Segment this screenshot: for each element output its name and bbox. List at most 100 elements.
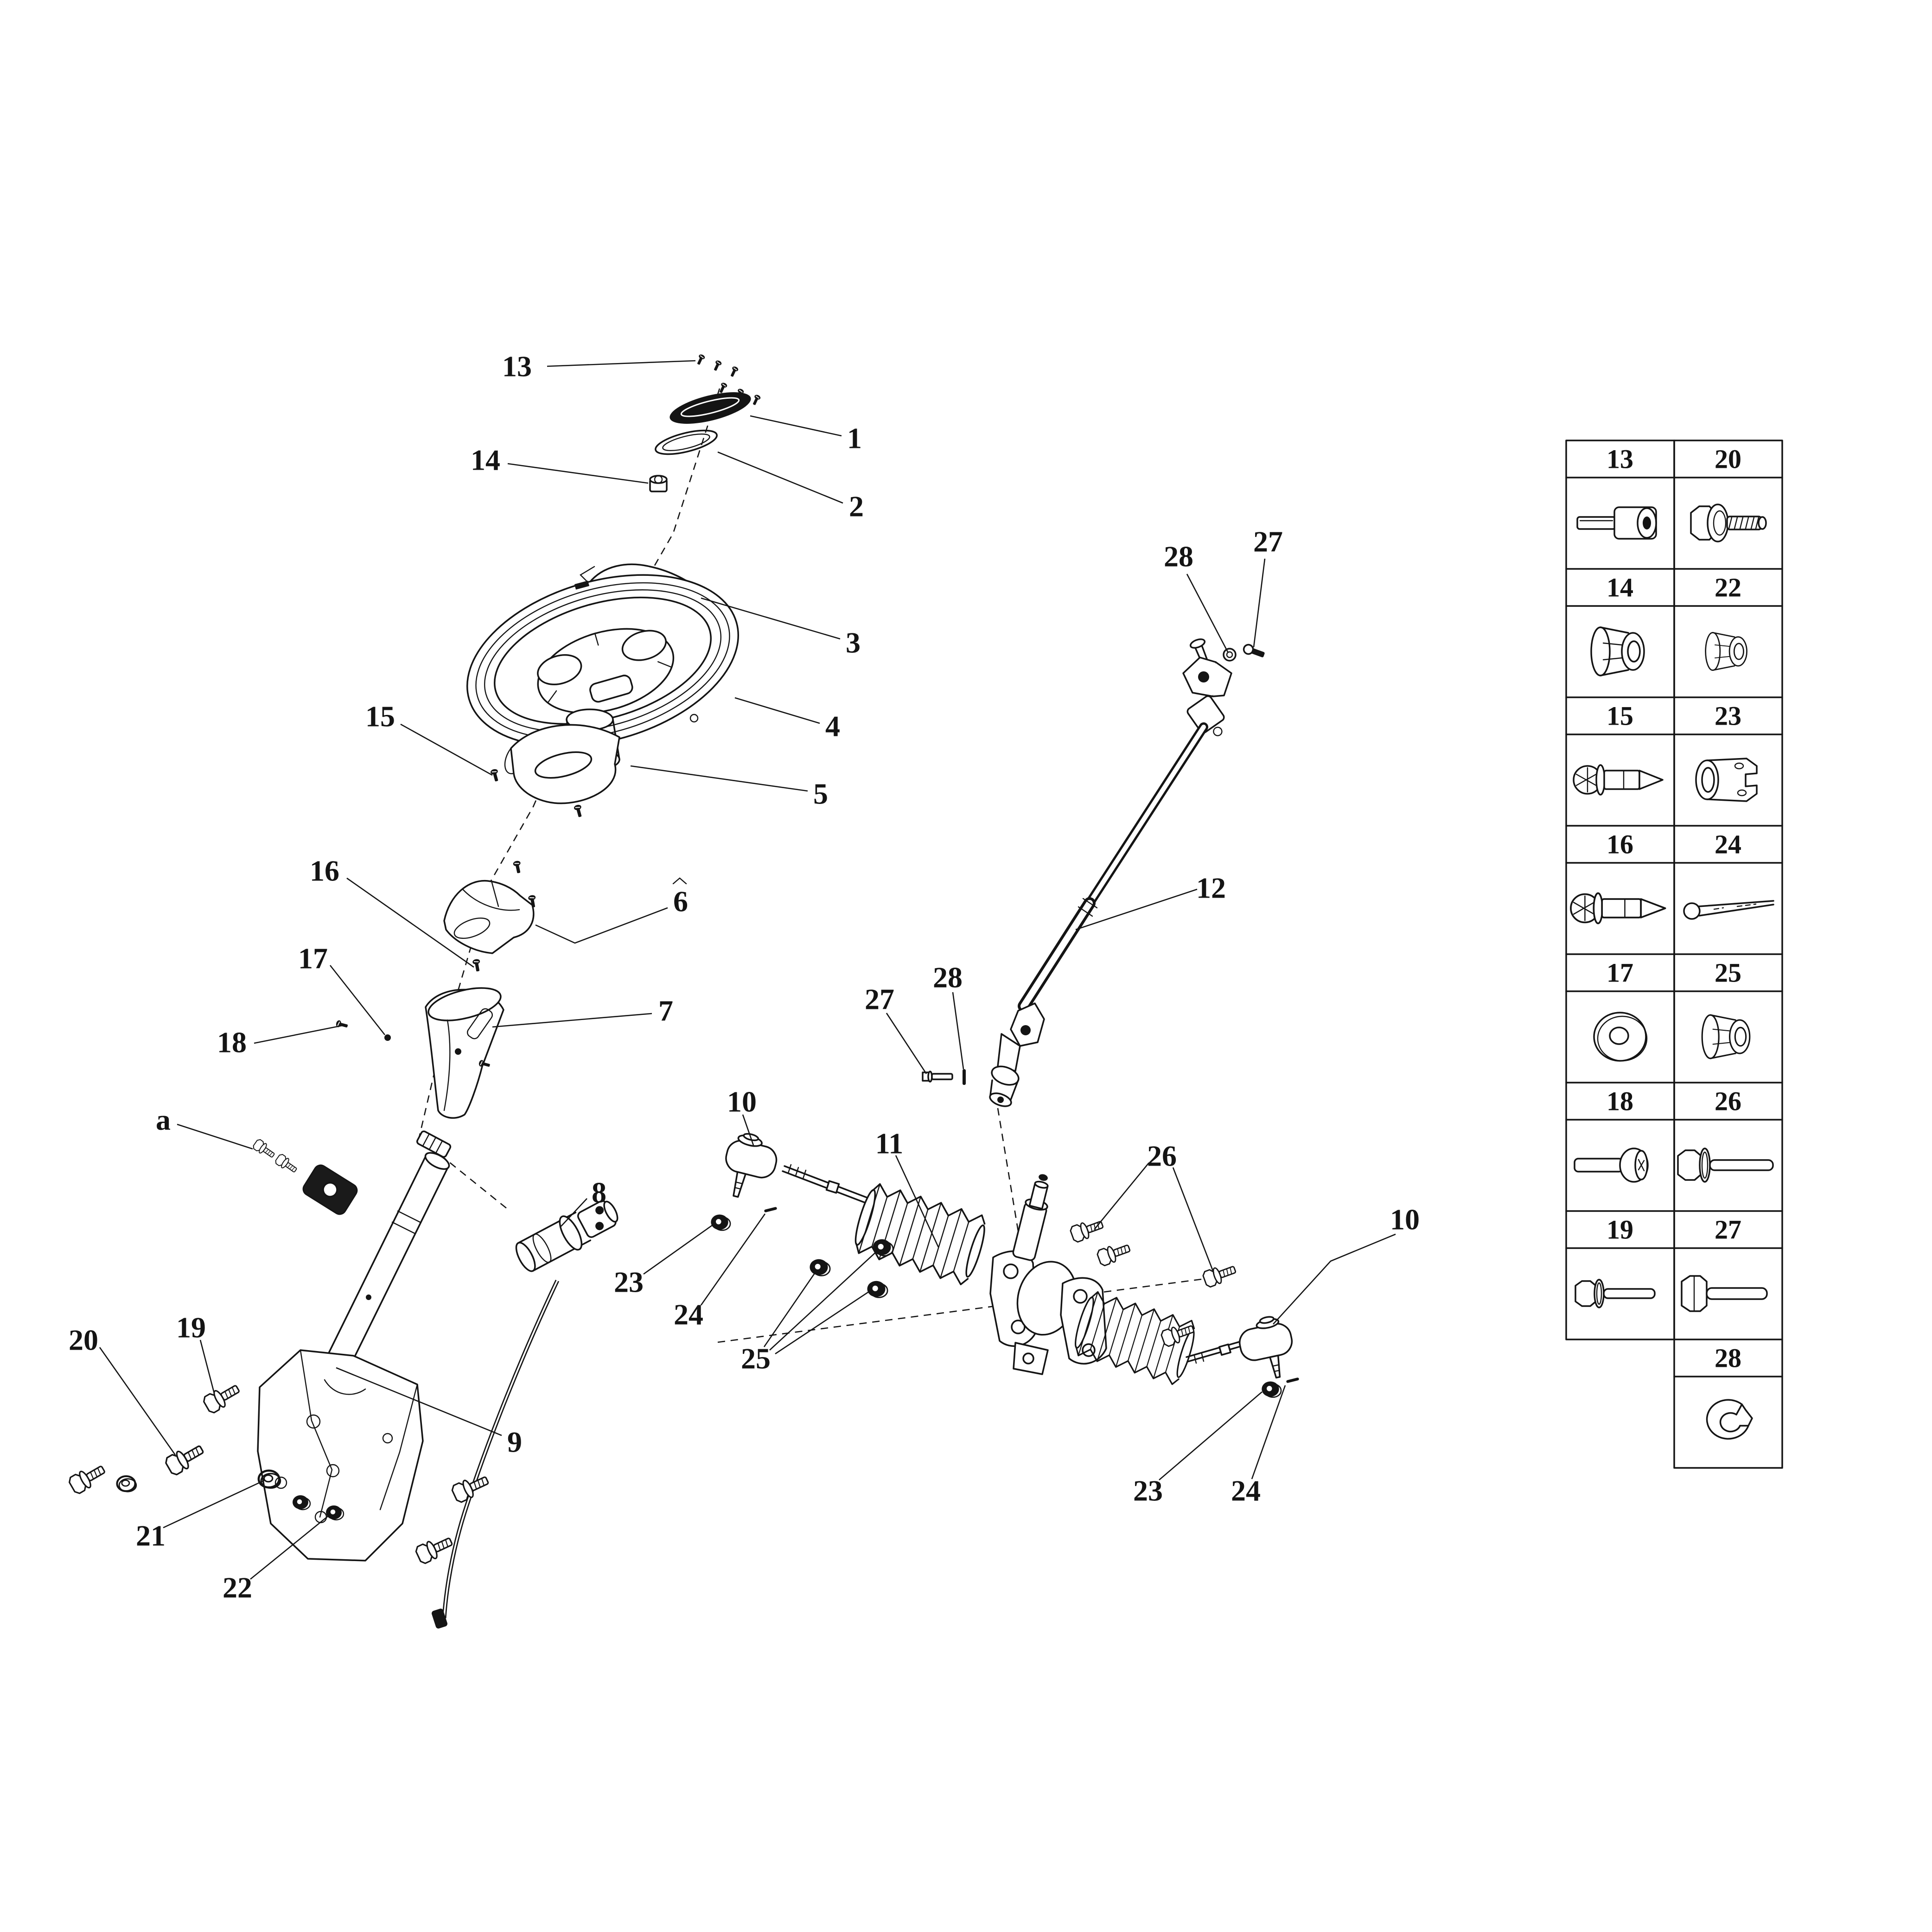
table-header-16: 16: [1607, 829, 1633, 860]
table-header-20: 20: [1715, 444, 1741, 474]
flange-lock-nut-icon: [1590, 626, 1645, 676]
callout-24-right: 24: [1231, 1474, 1261, 1507]
hex-bolt-icon: [1681, 1275, 1768, 1312]
clamp-bracket-part-6: [443, 880, 535, 954]
table-header-25: 25: [1715, 958, 1741, 988]
spline-stub: [416, 1130, 452, 1158]
callout-labels: 13 1 2 14 3 4 15 5 16 6 17 7 18 a 8 19 2…: [69, 350, 1420, 1604]
housing-fasteners: [335, 1019, 491, 1070]
callout-16: 16: [310, 854, 339, 887]
lower-cover-part-5: [504, 724, 620, 804]
callout-8: 8: [592, 1176, 606, 1209]
split-lock-washer-icon: [1706, 1399, 1753, 1440]
callout-23-right: 23: [1133, 1474, 1163, 1507]
callout-11: 11: [875, 1127, 903, 1160]
leader-lines: [99, 360, 1396, 1580]
flange-lock-nut-icon: [1701, 1014, 1751, 1059]
table-header-13: 13: [1607, 444, 1633, 474]
upper-joint-bolt-27: [1243, 644, 1265, 657]
table-header-19: 19: [1607, 1215, 1633, 1245]
castle-nut-icon: [1695, 758, 1758, 802]
flex-coupler-part-8: [515, 1200, 618, 1272]
table-header-14: 14: [1607, 573, 1633, 603]
rack-lock-nuts-25: [810, 1239, 893, 1298]
horn-cap-part-1: [670, 392, 751, 424]
callout-10-left: 10: [727, 1085, 757, 1118]
right-cotter-pin-24: [1286, 1377, 1299, 1383]
trim-ring-part-2: [655, 429, 718, 455]
short-flange-bolt-icon: [1690, 504, 1767, 542]
callout-27-upper: 27: [1253, 525, 1283, 558]
right-tie-rod-end-part-10: [1239, 1316, 1293, 1379]
callout-22: 22: [223, 1571, 252, 1604]
left-cotter-pin-24: [764, 1207, 777, 1212]
callout-13: 13: [502, 350, 532, 383]
pinion-input-shaft: [1012, 1174, 1049, 1261]
table-header-24: 24: [1715, 829, 1741, 860]
callout-9: 9: [507, 1426, 522, 1459]
parts-table: 13 20 14 22 15 23 16 24 17 25 18 26 19 2…: [1565, 440, 1783, 1469]
callout-19: 19: [176, 1311, 206, 1344]
flange-bolt-icon: [1575, 1279, 1656, 1308]
assembly-axis-lines: [416, 388, 1206, 1343]
callout-27-lower: 27: [865, 983, 894, 1016]
callout-24-left: 24: [674, 1298, 703, 1331]
lower-u-joint: [989, 1002, 1045, 1107]
table-row-lines: [1565, 477, 1783, 1377]
callout-20: 20: [69, 1324, 98, 1357]
callout-23-left: 23: [614, 1266, 644, 1299]
mount-bracket: [257, 1349, 424, 1562]
pan-head-screw-icon: [1574, 1148, 1649, 1183]
callout-28-upper: 28: [1164, 540, 1193, 573]
callout-3: 3: [846, 626, 861, 659]
flange-nut-icon: [1705, 632, 1747, 671]
steering-shaft-part-12: [989, 638, 1232, 1107]
rack-bellows-left: [849, 1180, 991, 1288]
callout-1: 1: [847, 422, 862, 455]
harness-cable: [432, 1280, 560, 1629]
callout-21: 21: [136, 1519, 166, 1552]
callout-17: 17: [298, 942, 328, 975]
table-header-15: 15: [1607, 701, 1633, 731]
lower-joint-pin-28: [963, 1069, 966, 1085]
upper-housing-part-7: [425, 987, 504, 1119]
right-stud-nut-23: [1261, 1380, 1282, 1398]
callout-26: 26: [1147, 1140, 1177, 1173]
left-inner-rod: [782, 1164, 868, 1204]
hex-bolt-with-washer-icon: [1677, 1148, 1774, 1183]
callout-12: 12: [1196, 872, 1226, 905]
table-headers: 13 20 14 22 15 23 16 24 17 25 18 26 19 2…: [1607, 444, 1741, 1373]
table-header-23: 23: [1715, 701, 1741, 731]
dog-point-screw-icon: [1573, 764, 1664, 796]
callout-6: 6: [673, 885, 688, 918]
callout-14: 14: [471, 444, 500, 477]
flat-washer-icon: [1593, 1012, 1648, 1062]
callout-5: 5: [813, 778, 828, 810]
rack-center-housing-part-11: [989, 1174, 1107, 1375]
right-inner-rod: [1186, 1340, 1243, 1364]
left-stud-nut-23: [710, 1213, 732, 1231]
socket-head-cap-screw-icon: [1576, 506, 1657, 540]
callout-7: 7: [658, 995, 673, 1027]
dog-point-screw-icon: [1570, 892, 1666, 925]
callout-25: 25: [741, 1342, 771, 1375]
callout-a: a: [156, 1103, 171, 1136]
callout-6-caret: [672, 877, 687, 885]
callout-10-right: 10: [1390, 1203, 1420, 1236]
callout-15: 15: [365, 700, 395, 733]
callout-18: 18: [217, 1026, 247, 1059]
hub-nut-part-14: [649, 475, 668, 492]
callout-28-lower: 28: [933, 961, 963, 994]
table-header-28: 28: [1715, 1343, 1741, 1373]
lower-joint-bolt-27: [922, 1071, 953, 1083]
ignition-switch-part-a: [251, 1138, 358, 1215]
upper-joint-washer-28: [1223, 648, 1237, 662]
table-header-22: 22: [1715, 573, 1741, 603]
left-tie-rod-end-part-10: [725, 1133, 778, 1198]
callout-4: 4: [825, 710, 840, 743]
table-header-17: 17: [1607, 958, 1633, 988]
cotter-pin-icon: [1683, 900, 1774, 920]
callout-2: 2: [849, 490, 864, 523]
